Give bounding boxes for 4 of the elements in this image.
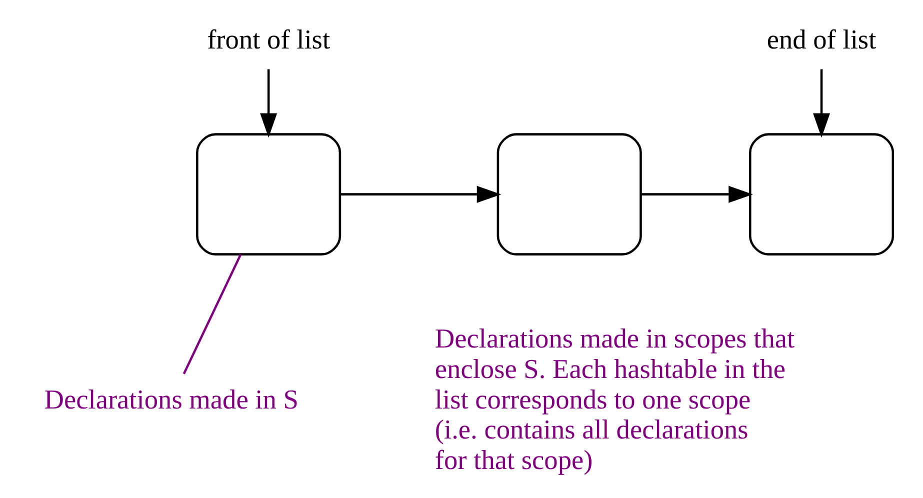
node-text: Declarations made in S <box>44 384 298 414</box>
label: Declarations made in scopes that enclose S. Each hashtable in the list corresponds to one scope (i.e. contains all declarations for that scope) <box>434 324 795 476</box>
node-text: end of list <box>766 24 876 54</box>
node-text: front of list <box>207 24 330 54</box>
